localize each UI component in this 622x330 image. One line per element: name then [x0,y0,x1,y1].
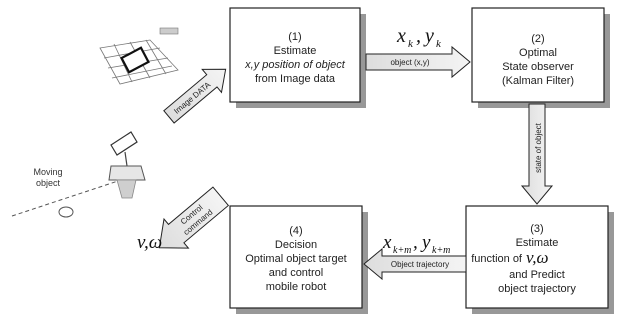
target-object-in-image [120,46,150,74]
box-2-line-1: Optimal [519,47,557,59]
moving-object-label-1: Moving [33,167,62,177]
moving-object: Moving object [11,167,119,218]
v-omega-output: v,ω [137,232,162,253]
arrow-state-of-object: state of object [520,103,554,205]
xk-subscript: k [408,38,414,50]
box-4-line-3: and control [269,267,323,279]
box-3-number: (3) [530,223,543,235]
arrow-object-trajectory: Object trajectory [363,247,467,281]
box-4-line-4: mobile robot [266,281,327,293]
box-4-line-2: Optimal object target [245,253,347,265]
box-1-line-2: x,y position of object [244,59,346,71]
xk-symbol: x [396,25,406,47]
arrow-object-xy: object (x,y) [365,45,471,79]
moving-object-label-2: object [36,178,61,188]
box-2-number: (2) [531,33,544,45]
arrow-object-trajectory-label: Object trajectory [391,260,449,269]
arrow-image-data-label: Image DATA [172,80,212,116]
ykm-symbol: y [420,232,431,253]
box-3-estimate-predict: (3) Estimate function of v,ω and Predict… [465,205,614,314]
box-3-line-1: Estimate [516,237,559,249]
box-3-line-3: and Predict [509,269,565,281]
box-1-number: (1) [288,31,301,43]
box-2-kalman-filter: (2) Optimal State observer (Kalman Filte… [471,7,610,108]
box-1-line-3: from Image data [255,73,336,85]
arrow-image-data: Image DATA [163,68,227,124]
camera-icon [110,131,138,156]
yk-subscript: k [436,38,442,50]
trajectory-line [11,180,119,217]
box-1-line-1: Estimate [274,45,317,57]
arrow-state-of-object-label: state of object [534,122,543,173]
box-3-line-4: object trajectory [498,283,576,295]
box-4-line-1: Decision [275,239,317,251]
box-2-line-3: (Kalman Filter) [502,75,574,87]
xkm-symbol: x [382,232,392,253]
xkm-comma: , [413,232,418,253]
box-4-number: (4) [289,225,302,237]
arrow-object-xy-label: object (x,y) [390,58,429,67]
robot-icon [108,131,146,199]
box-2-line-2: State observer [502,61,574,73]
box-3-v-omega: v,ω [526,248,549,267]
box-1-estimate-position: (1) Estimate x,y position of object from… [229,7,366,108]
box-4-decision: (4) Decision Optimal object target and c… [229,205,368,314]
xkm-ykm-label: x k+m , y k+m [382,232,450,256]
yk-symbol: y [423,25,434,47]
camera-view-grid [99,27,179,85]
xkm-subscript: k+m [393,245,411,256]
moving-object-marker [58,206,74,218]
box-3-line-2-prefix: function of [471,253,523,265]
xk-comma: , [416,25,421,47]
xk-yk-label: x k , y k [396,25,442,50]
ykm-subscript: k+m [432,245,450,256]
